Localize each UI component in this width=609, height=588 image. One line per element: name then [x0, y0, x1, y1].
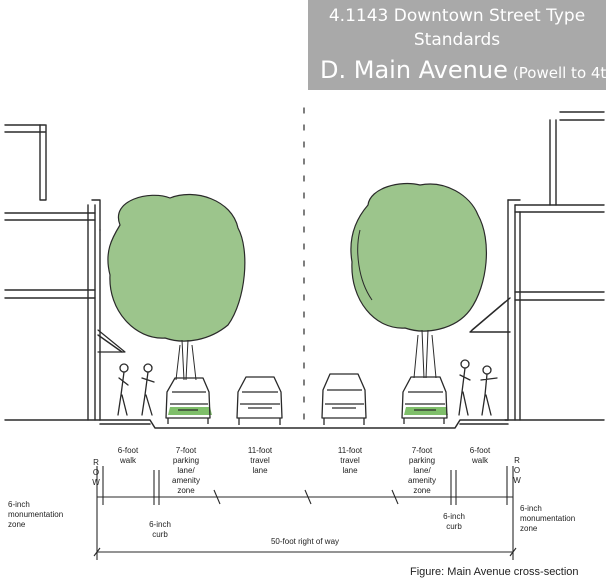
label-walk-left: 6-foot walk — [117, 446, 139, 465]
label-monumentation-left: 6-inch monumentation zone — [8, 500, 64, 529]
left-travel-car — [236, 376, 283, 425]
label-right-of-way: 50-foot right of way — [270, 537, 340, 546]
figure-caption: Figure: Main Avenue cross-section — [410, 566, 579, 578]
title-line-3: D. Main Avenue (Powell to 4th) — [320, 56, 609, 84]
right-travel-car — [321, 373, 367, 425]
label-row-right: R O W — [513, 456, 521, 485]
label-parking-right: 7-foot parking lane/ amenity zone — [407, 446, 437, 495]
right-parked-car — [401, 376, 448, 424]
label-row-left: R O W — [92, 458, 100, 487]
dimension-lines — [93, 466, 517, 560]
left-building — [4, 124, 126, 421]
label-monumentation-right: 6-inch monumentation zone — [520, 504, 576, 533]
label-walk-right: 6-foot walk — [469, 446, 491, 465]
title-box: 4.1143 Downtown Street Type Standards D.… — [308, 0, 609, 90]
label-travel-right: 11-foot travel lane — [337, 446, 363, 475]
right-building — [469, 111, 605, 421]
title-main: D. Main Avenue — [320, 56, 508, 84]
left-tree — [107, 193, 246, 381]
right-pedestrians — [458, 359, 498, 416]
right-tree — [350, 182, 487, 379]
left-pedestrians — [117, 363, 155, 416]
label-curb-left: 6-inch curb — [149, 520, 171, 539]
label-parking-left: 7-foot parking lane/ amenity zone — [171, 446, 201, 495]
left-planting — [168, 407, 212, 415]
title-line-1: 4.1143 Downtown Street Type — [328, 6, 586, 26]
label-travel-left: 11-foot travel lane — [247, 446, 273, 475]
title-line-2: Standards — [413, 30, 501, 50]
title-sub: (Powell to 4th) — [512, 64, 609, 82]
right-planting — [404, 407, 448, 415]
label-curb-right: 6-inch curb — [443, 512, 465, 531]
street-surface — [99, 419, 509, 429]
left-parked-car — [165, 377, 211, 424]
